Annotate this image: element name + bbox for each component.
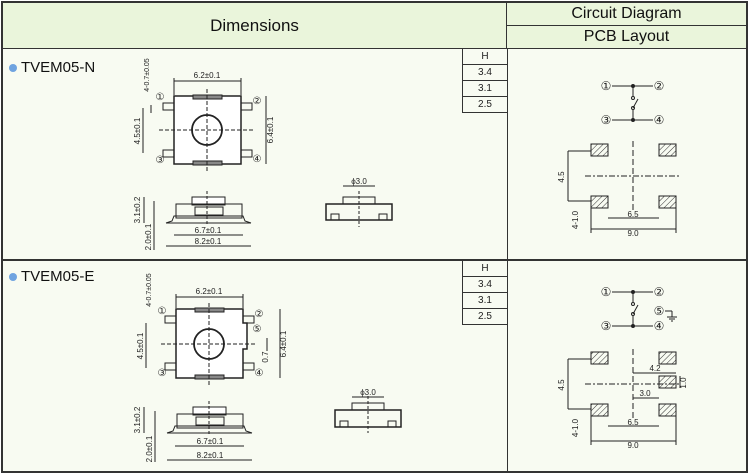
circuit-diagram-header: Circuit Diagram: [507, 3, 746, 26]
dim-side-height: 3.1±0.2: [133, 196, 142, 223]
pcb-gnd-pad: 1.0: [679, 377, 688, 389]
front-view-n: [325, 185, 393, 227]
pcb-outer: 9.0: [627, 441, 639, 450]
h-header: H: [463, 49, 507, 65]
dim-actuator: ϕ3.0: [360, 388, 376, 397]
dim-height: 6.4±0.1: [266, 116, 275, 143]
circuit-diagram-e: [612, 290, 677, 328]
pin-1-label: ①: [158, 306, 167, 317]
circuit-pin-3: ③: [601, 113, 612, 127]
dim-width: 6.2±0.1: [194, 71, 221, 80]
h-table-e: H 3.4 3.1 2.5: [462, 261, 507, 325]
dim-pin-width: 4-0.7±0.05: [144, 58, 151, 92]
pcb-layout-header: PCB Layout: [507, 26, 746, 49]
model-name: TVEM05-N: [21, 59, 96, 76]
dim-pin-pitch: 4.5±0.1: [136, 332, 145, 359]
dim-ground-offset: 0.7: [261, 351, 270, 363]
circuit-pin-3: ③: [601, 319, 612, 333]
bullet-icon: [9, 63, 17, 72]
pcb-pad: 4-1.0: [571, 210, 580, 229]
pin-3-label: ③: [156, 155, 165, 166]
h-value: 2.5: [463, 97, 507, 113]
h-value: 3.1: [463, 293, 507, 309]
pcb-inner: 6.5: [627, 210, 639, 219]
row-divider: [3, 259, 746, 261]
h-value: 3.4: [463, 65, 507, 81]
dim-width: 6.2±0.1: [196, 287, 223, 296]
dim-pin-pitch: 4.5±0.1: [133, 117, 142, 144]
side-view-n: [143, 191, 252, 250]
h-value: 3.4: [463, 277, 507, 293]
pcb-outer: 9.0: [627, 229, 639, 238]
pin-4-label: ④: [253, 154, 262, 165]
side-view-e: [143, 401, 253, 462]
circuit-pin-5: ⑤: [654, 304, 665, 318]
pin-5-label: ⑤: [253, 324, 262, 335]
circuit-pin-4: ④: [654, 319, 665, 333]
pin-1-label: ①: [156, 92, 165, 103]
circuit-pin-4: ④: [654, 113, 665, 127]
pcb-gnd-inner: 3.0: [639, 389, 651, 398]
pcb-gnd-x: 4.2: [649, 364, 661, 373]
model-title-e: TVEM05-E: [9, 268, 94, 285]
pin-3-label: ③: [158, 368, 167, 379]
model-title-n: TVEM05-N: [9, 59, 95, 76]
h-table-n: H 3.4 3.1 2.5: [462, 49, 507, 113]
dim-side-body: 6.7±0.1: [197, 437, 224, 446]
pcb-layout-e: [567, 349, 681, 445]
circuit-pin-1: ①: [601, 79, 612, 93]
top-view-n: [142, 78, 267, 171]
dim-side-base: 2.0±0.1: [145, 435, 154, 462]
circuit-pin-1: ①: [601, 285, 612, 299]
model-name: TVEM05-E: [21, 268, 95, 285]
h-header: H: [463, 261, 507, 277]
pcb-inner: 6.5: [627, 418, 639, 427]
h-value: 3.1: [463, 81, 507, 97]
bullet-icon: [9, 272, 17, 281]
pcb-pitch: 4.5: [557, 171, 566, 183]
pin-4-label: ④: [255, 368, 264, 379]
dim-side-overall: 8.2±0.1: [197, 451, 224, 460]
dim-pin-width: 4-0.7±0.05: [146, 273, 153, 307]
circuit-pin-2: ②: [654, 79, 665, 93]
top-view-e: [145, 294, 281, 385]
pcb-pad: 4-1.0: [571, 418, 580, 437]
pin-2-label: ②: [253, 96, 262, 107]
dim-side-base: 2.0±0.1: [144, 223, 153, 250]
circuit-diagram-n: [612, 84, 653, 122]
pcb-pitch: 4.5: [557, 379, 566, 391]
circuit-pin-2: ②: [654, 285, 665, 299]
h-value: 2.5: [463, 309, 507, 325]
dimensions-header: Dimensions: [3, 3, 507, 49]
column-divider: [507, 49, 508, 473]
pin-2-label: ②: [255, 309, 264, 320]
technical-drawings: 6.2±0.1 6.4±0.1 4.5±0.1 4-0.7±0.05 ① ② ③…: [133, 58, 688, 462]
front-view-e: [334, 396, 402, 433]
dim-side-body: 6.7±0.1: [195, 226, 222, 235]
pcb-layout-n: [567, 141, 681, 233]
dim-side-height: 3.1±0.2: [133, 406, 142, 433]
dim-height: 6.4±0.1: [279, 330, 288, 357]
dim-side-overall: 8.2±0.1: [195, 237, 222, 246]
dim-actuator: ϕ3.0: [351, 177, 367, 186]
